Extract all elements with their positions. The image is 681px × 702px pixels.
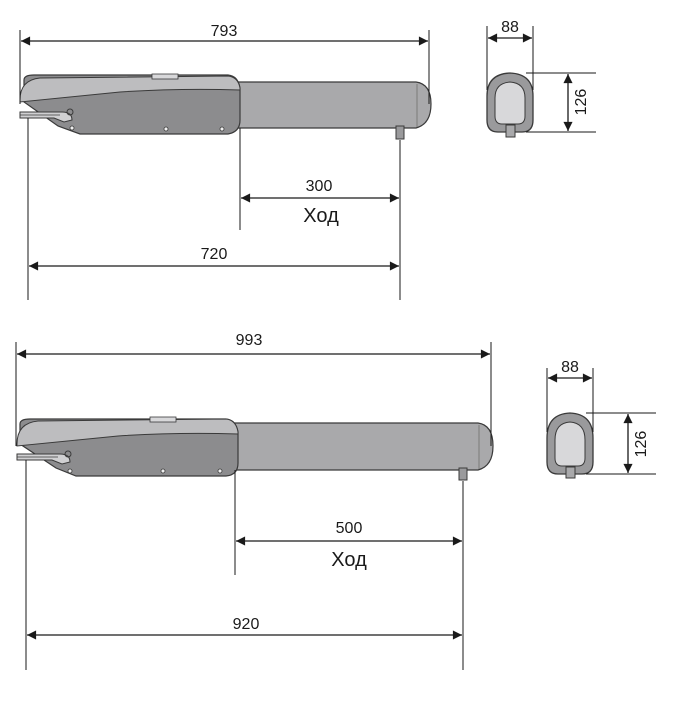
- top-profile-width: 88: [501, 19, 519, 36]
- top-overall-length: 793: [211, 23, 238, 40]
- top-profile-height: 126: [573, 89, 590, 116]
- bottom-bracket: [16, 453, 71, 465]
- bottom-drawing: 993 500 Ход 920 88 126: [15, 332, 656, 670]
- top-stroke-label: Ход: [303, 205, 339, 227]
- top-end-pin: [395, 125, 405, 140]
- bottom-rod-housing: [229, 422, 494, 471]
- bottom-actuator: [16, 416, 494, 481]
- top-lid: [19, 75, 241, 103]
- bottom-profile-width: 88: [561, 359, 579, 376]
- bottom-stroke-value: 500: [336, 520, 363, 537]
- bottom-lid: [16, 418, 239, 447]
- top-mount-length: 720: [201, 246, 228, 263]
- top-drawing: 793 300 Ход 720 88 126: [19, 19, 596, 300]
- bottom-profile-view: [546, 412, 594, 479]
- bottom-end-pin: [458, 467, 468, 481]
- top-rod-housing: [231, 81, 432, 129]
- bottom-profile-height: 126: [633, 431, 650, 458]
- top-stroke-value: 300: [306, 178, 333, 195]
- bottom-mount-length: 920: [233, 616, 260, 633]
- top-actuator: [19, 73, 432, 140]
- bottom-overall-length: 993: [236, 332, 263, 349]
- top-bracket: [19, 111, 73, 123]
- top-profile-view: [486, 72, 534, 138]
- bottom-stroke-label: Ход: [331, 549, 367, 571]
